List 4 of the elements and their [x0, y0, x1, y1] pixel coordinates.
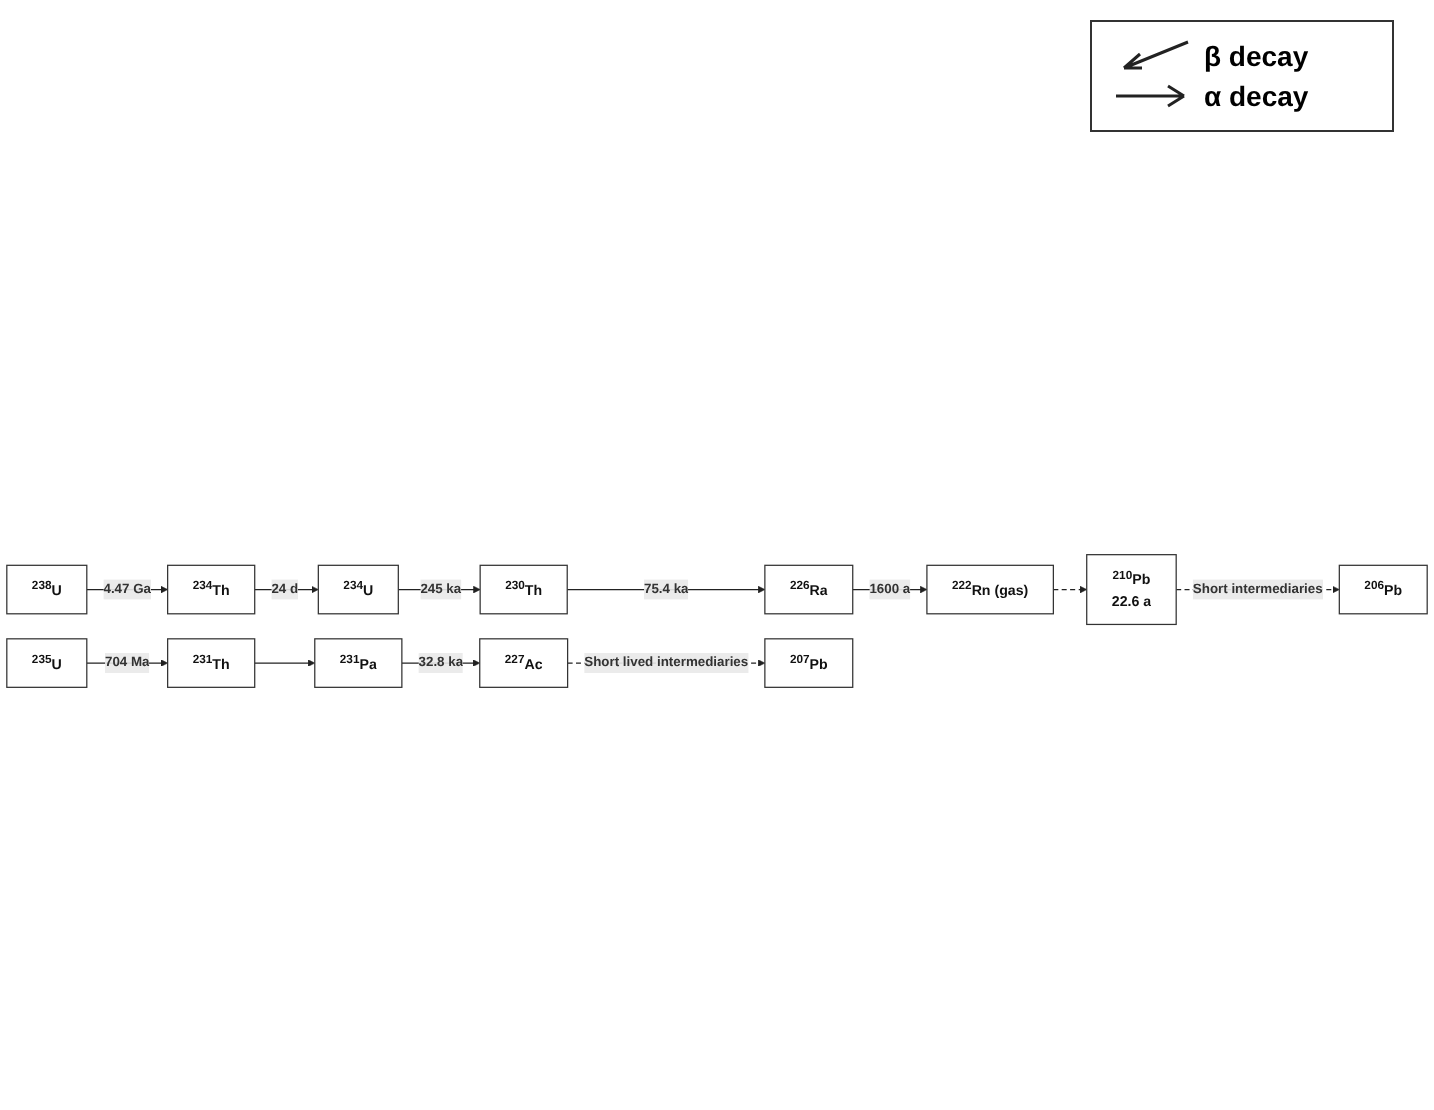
legend-label: β decay: [1204, 40, 1309, 72]
legend-label: α decay: [1204, 80, 1309, 112]
arrow: [254, 658, 316, 666]
arrow: [1052, 584, 1088, 593]
